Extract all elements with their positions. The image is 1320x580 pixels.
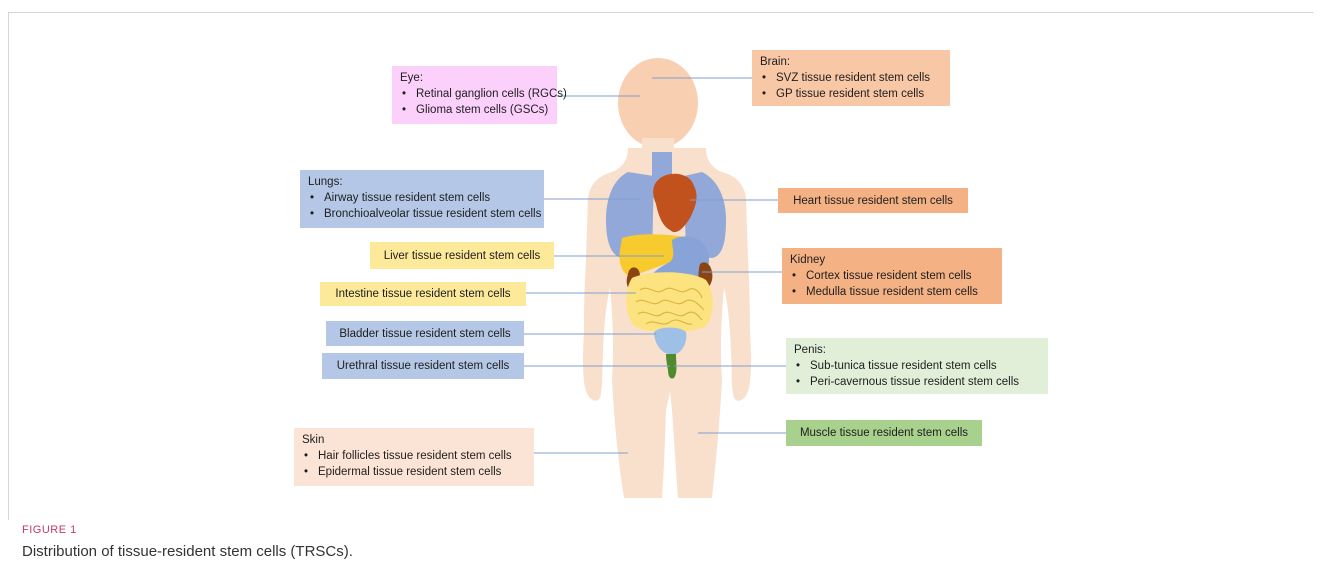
intestine-box-label: Intestine tissue resident stem cells <box>335 286 510 302</box>
muscle-box-label: Muscle tissue resident stem cells <box>800 425 968 441</box>
intestine-box: Intestine tissue resident stem cells <box>320 282 526 306</box>
kidney-box-item: Cortex tissue resident stem cells <box>790 268 994 284</box>
head <box>618 58 698 148</box>
lungs-box: Lungs: Airway tissue resident stem cells… <box>300 170 544 228</box>
bladder-box-label: Bladder tissue resident stem cells <box>339 326 510 342</box>
penis-box-title: Penis: <box>794 342 1040 358</box>
heart-box-label: Heart tissue resident stem cells <box>793 193 953 209</box>
eye-box-item: Glioma stem cells (GSCs) <box>400 102 549 118</box>
kidney-box-list: Cortex tissue resident stem cells Medull… <box>790 268 994 300</box>
lungs-box-item: Airway tissue resident stem cells <box>308 190 536 206</box>
brain-box-list: SVZ tissue resident stem cells GP tissue… <box>760 70 942 102</box>
brain-box: Brain: SVZ tissue resident stem cells GP… <box>752 50 950 106</box>
lungs-box-title: Lungs: <box>308 174 536 190</box>
brain-box-item: GP tissue resident stem cells <box>760 86 942 102</box>
urethral-box-label: Urethral tissue resident stem cells <box>337 358 510 374</box>
urethral-box: Urethral tissue resident stem cells <box>322 353 524 379</box>
skin-box: Skin Hair follicles tissue resident stem… <box>294 428 534 486</box>
heart-box: Heart tissue resident stem cells <box>778 188 968 213</box>
bladder-box: Bladder tissue resident stem cells <box>326 321 524 346</box>
penis-box-item: Peri-cavernous tissue resident stem cell… <box>794 374 1040 390</box>
skin-box-item: Epidermal tissue resident stem cells <box>302 464 526 480</box>
skin-box-title: Skin <box>302 432 526 448</box>
eye-box-list: Retinal ganglion cells (RGCs) Glioma ste… <box>400 86 549 118</box>
figure-label: FIGURE 1 <box>22 524 77 536</box>
kidney-box-item: Medulla tissue resident stem cells <box>790 284 994 300</box>
eye-box-item: Retinal ganglion cells (RGCs) <box>400 86 549 102</box>
lungs-box-item: Bronchioalveolar tissue resident stem ce… <box>308 206 536 222</box>
figure-caption: Distribution of tissue-resident stem cel… <box>22 543 353 560</box>
eye-box: Eye: Retinal ganglion cells (RGCs) Gliom… <box>392 66 557 124</box>
penis-box: Penis: Sub-tunica tissue resident stem c… <box>786 338 1048 394</box>
liver-box-label: Liver tissue resident stem cells <box>384 248 541 264</box>
brain-box-item: SVZ tissue resident stem cells <box>760 70 942 86</box>
muscle-box: Muscle tissue resident stem cells <box>786 420 982 446</box>
liver-box: Liver tissue resident stem cells <box>370 242 554 269</box>
penis-box-item: Sub-tunica tissue resident stem cells <box>794 358 1040 374</box>
kidney-box: Kidney Cortex tissue resident stem cells… <box>782 248 1002 304</box>
penis-box-list: Sub-tunica tissue resident stem cells Pe… <box>794 358 1040 390</box>
brain-box-title: Brain: <box>760 54 942 70</box>
kidney-box-title: Kidney <box>790 252 994 268</box>
lungs-box-list: Airway tissue resident stem cells Bronch… <box>308 190 536 222</box>
skin-box-list: Hair follicles tissue resident stem cell… <box>302 448 526 480</box>
skin-box-item: Hair follicles tissue resident stem cell… <box>302 448 526 464</box>
eye-box-title: Eye: <box>400 70 549 86</box>
